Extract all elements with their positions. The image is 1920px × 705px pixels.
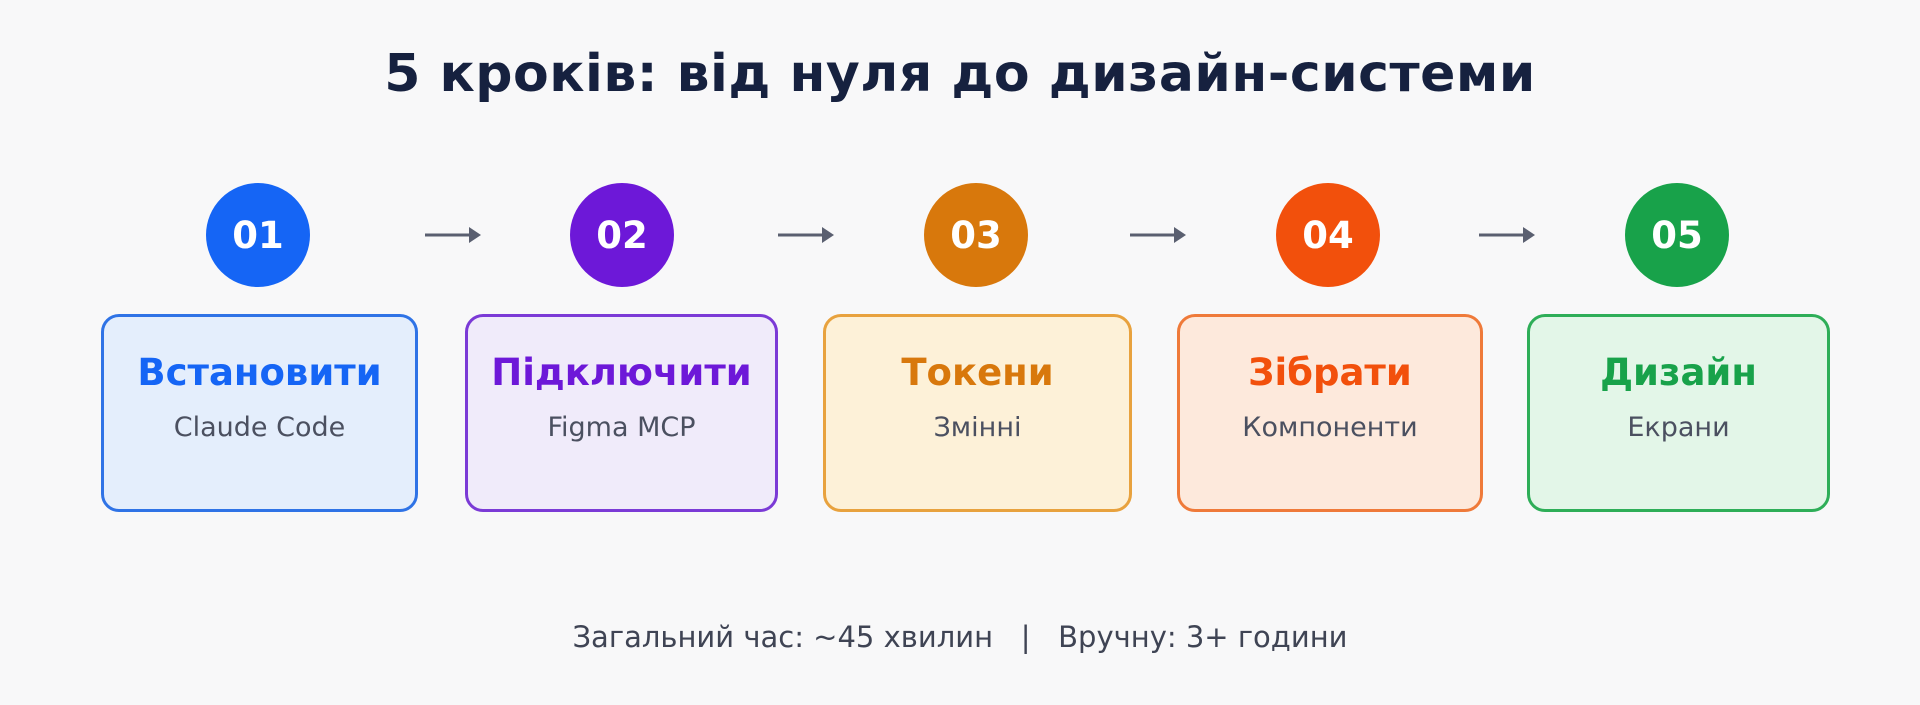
step-4-subtitle: Компоненти — [1242, 412, 1418, 443]
arrow-right-icon — [1479, 227, 1535, 243]
step-2-title: Підключити — [491, 351, 752, 394]
step-3-number-badge: 03 — [924, 183, 1028, 287]
step-2-card: Підключити Figma MCP — [465, 314, 778, 512]
step-1-title: Встановити — [137, 351, 382, 394]
total-time: Загальний час: ~45 хвилин — [572, 620, 994, 654]
step-5-card: Дизайн Екрани — [1527, 314, 1830, 512]
arrow-right-icon — [1130, 227, 1186, 243]
arrow-right-icon — [425, 227, 481, 243]
arrow-right-icon — [778, 227, 834, 243]
step-5-subtitle: Екрани — [1627, 412, 1730, 443]
step-3-subtitle: Змінні — [933, 412, 1022, 443]
step-4-card: Зібрати Компоненти — [1177, 314, 1483, 512]
step-1-card: Встановити Claude Code — [101, 314, 418, 512]
step-3-card: Токени Змінні — [823, 314, 1132, 512]
step-1-subtitle: Claude Code — [173, 412, 346, 443]
step-5-title: Дизайн — [1600, 351, 1757, 394]
step-1-number-badge: 01 — [206, 183, 310, 287]
step-4-title: Зібрати — [1248, 351, 1412, 394]
step-4-number-badge: 04 — [1276, 183, 1380, 287]
manual-time: Вручну: 3+ години — [1058, 620, 1348, 654]
step-5-number-badge: 05 — [1625, 183, 1729, 287]
separator: | — [1020, 620, 1031, 654]
step-3-title: Токени — [901, 351, 1054, 394]
time-summary: Загальний час: ~45 хвилин | Вручну: 3+ г… — [0, 620, 1920, 654]
step-2-subtitle: Figma MCP — [547, 412, 696, 443]
page-title: 5 кроків: від нуля до дизайн-системи — [384, 44, 1536, 104]
step-2-number-badge: 02 — [570, 183, 674, 287]
